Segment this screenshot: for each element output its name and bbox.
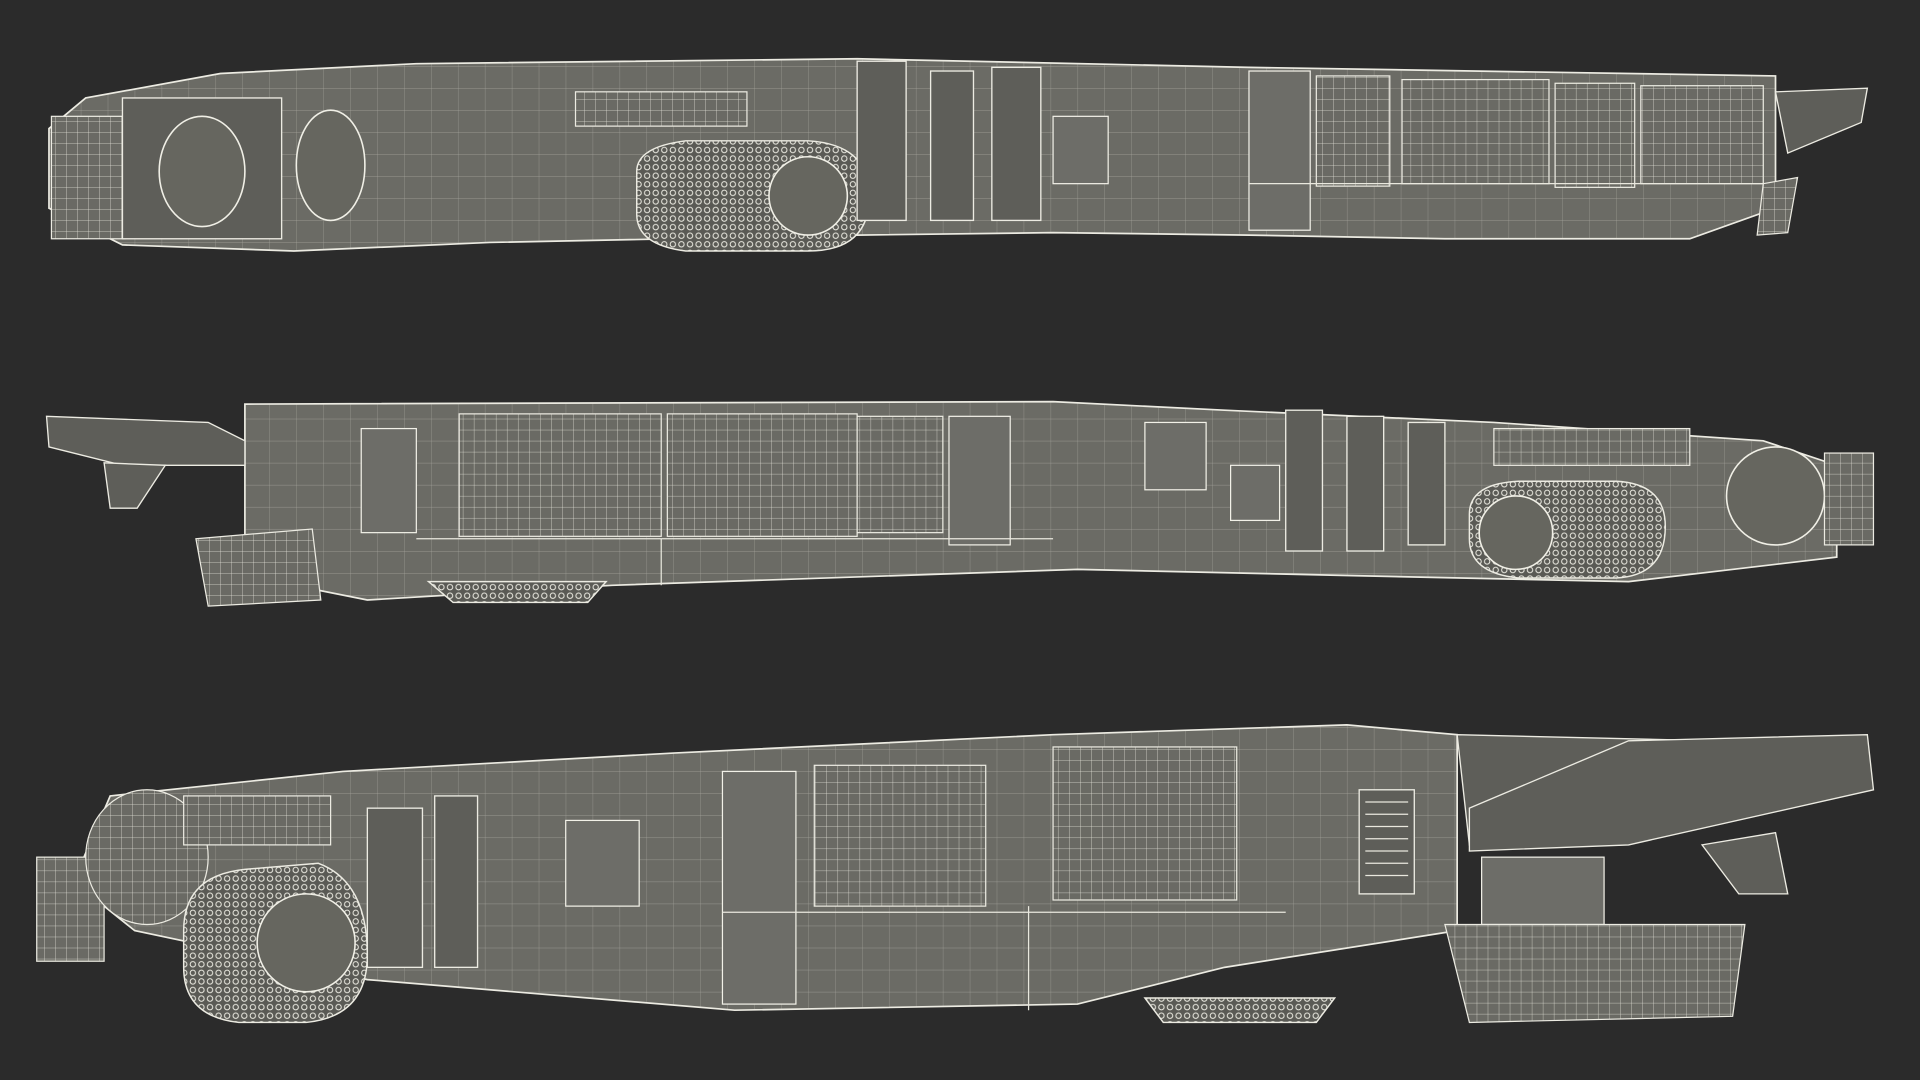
rear-track (426, 580, 608, 604)
rear-track (1143, 997, 1337, 1024)
machine-perspective-view (36, 724, 1875, 1024)
machine-side-view (45, 400, 1875, 607)
dozer-blade (1444, 923, 1746, 1024)
machine-top-view (48, 57, 1869, 252)
cutter-head (50, 115, 126, 240)
cutter-head (1823, 452, 1875, 546)
